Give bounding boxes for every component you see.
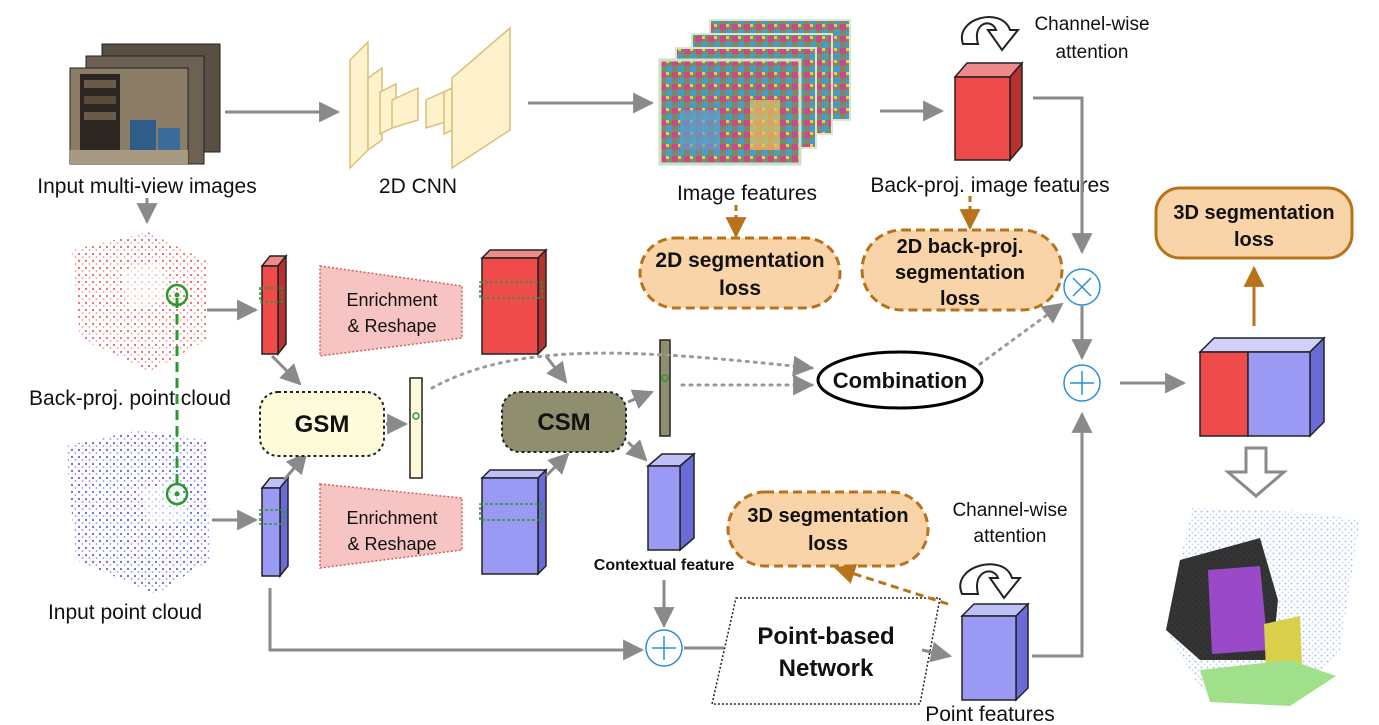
arrow-csm-to-context: [625, 439, 648, 462]
point-features-label: Point features: [925, 703, 1055, 725]
arrow-network-to-point-features: [921, 641, 953, 663]
image-feature-stack: [658, 19, 851, 166]
csm-vector-marker: [661, 374, 669, 382]
arrow-blue-to-gsm: [282, 452, 308, 481]
thin-red-feature: [259, 253, 288, 357]
thin-blue-feature: [259, 475, 290, 579]
point-features-cube: [960, 602, 1030, 702]
add-operator-right: [1063, 364, 1101, 402]
input-image-stack: [69, 43, 221, 165]
arrow-point-features-to-3d-loss: [834, 563, 949, 606]
channel-attention-loop-bottom: [959, 563, 1023, 600]
dotted-combination-to-multiply: [978, 302, 1064, 366]
gsm-module: GSM: [259, 391, 385, 457]
arrow-red-to-gsm: [270, 354, 302, 386]
backproj-features-label: Back-proj. image features: [870, 174, 1109, 197]
input-point-cloud-label: Input point cloud: [48, 601, 202, 624]
backproj-point-cloud-label: Back-proj. point cloud: [29, 387, 231, 410]
fused-output-cube: [1198, 336, 1326, 438]
contextual-feature-cube: [645, 452, 697, 552]
loss-3d-top-line1: 3D segmentation: [1173, 202, 1334, 224]
gsm-output-vector: [409, 377, 423, 479]
cnn-label: 2D CNN: [379, 175, 457, 198]
enriched-red-feature: [479, 248, 548, 356]
hollow-down-arrow: [1223, 446, 1289, 498]
point-based-network: Point-based Network: [711, 597, 941, 705]
enrichment-reshape-top: Enrichment & Reshape: [319, 265, 463, 357]
channel-attention-bottom-line2: attention: [974, 526, 1047, 547]
correspondence-dot-top: [174, 292, 180, 298]
loss-3d-mid-line2: loss: [808, 533, 848, 555]
channel-attention-top-line1: Channel-wise: [1034, 14, 1149, 35]
channel-attention-top-line2: attention: [1056, 42, 1129, 63]
multiply-operator: [1063, 268, 1101, 306]
loss-2d-seg-line1: 2D segmentation: [655, 249, 824, 272]
arrow-red-to-csm: [544, 355, 568, 384]
combination-label: Combination: [833, 368, 967, 393]
loss-2d-segmentation: 2D segmentation loss: [638, 236, 842, 310]
channel-attention-bottom-line1: Channel-wise: [952, 500, 1067, 521]
enrichment-top-line2: & Reshape: [347, 316, 436, 336]
arrow-blue-to-csm: [544, 452, 570, 478]
loss-2d-backproj-segmentation: 2D back-proj. segmentation loss: [860, 228, 1064, 312]
correspondence-circle-bottom: [165, 482, 189, 506]
loss-backproj-line2: segmentation: [895, 262, 1025, 284]
arrow-point-features-to-add: [1032, 411, 1093, 658]
cnn-encoder-decoder: [349, 26, 511, 170]
channel-attention-loop-top: [960, 16, 1021, 52]
csm-output-vector: [659, 339, 671, 437]
point-network-line1: Point-based: [757, 623, 894, 650]
enrichment-top-line1: Enrichment: [346, 290, 437, 310]
arrow-backproj-to-multiply: [1033, 96, 1093, 255]
loss-3d-top-line2: loss: [1234, 229, 1274, 251]
input-images-label: Input multi-view images: [37, 175, 256, 198]
backproj-point-cloud: [72, 232, 208, 372]
gsm-label: GSM: [295, 411, 350, 438]
enrichment-bottom-line2: & Reshape: [347, 534, 436, 554]
point-network-line2: Network: [779, 655, 874, 682]
correspondence-circle-top: [165, 283, 189, 307]
combination-node: Combination: [816, 350, 984, 410]
loss-3d-segmentation-top: 3D segmentation loss: [1154, 186, 1354, 260]
segmentation-result: [1166, 508, 1360, 706]
input-point-cloud: [66, 430, 210, 594]
gsm-vector-marker: [412, 412, 420, 420]
loss-3d-mid-line1: 3D segmentation: [747, 505, 908, 527]
loss-3d-segmentation-mid: 3D segmentation loss: [726, 490, 930, 568]
csm-label: CSM: [537, 409, 590, 436]
add-operator-bottom: [645, 629, 683, 667]
backproj-image-feature-cube: [953, 60, 1024, 163]
contextual-feature-label: Contextual feature: [594, 557, 735, 574]
image-features-label: Image features: [677, 182, 817, 205]
loss-2d-seg-line2: loss: [719, 277, 761, 300]
enriched-blue-feature: [479, 468, 548, 576]
correspondence-dot-bottom: [174, 491, 180, 497]
dotted-gsm-to-combination: [430, 351, 815, 390]
loss-backproj-line1: 2D back-proj.: [897, 236, 1024, 258]
arrow-csm-to-vector: [627, 389, 654, 409]
csm-module: CSM: [501, 391, 627, 453]
enrichment-bottom-line1: Enrichment: [346, 508, 437, 528]
skip-connection: [268, 588, 645, 661]
loss-backproj-line3: loss: [940, 288, 980, 310]
enrichment-reshape-bottom: Enrichment & Reshape: [319, 483, 463, 569]
